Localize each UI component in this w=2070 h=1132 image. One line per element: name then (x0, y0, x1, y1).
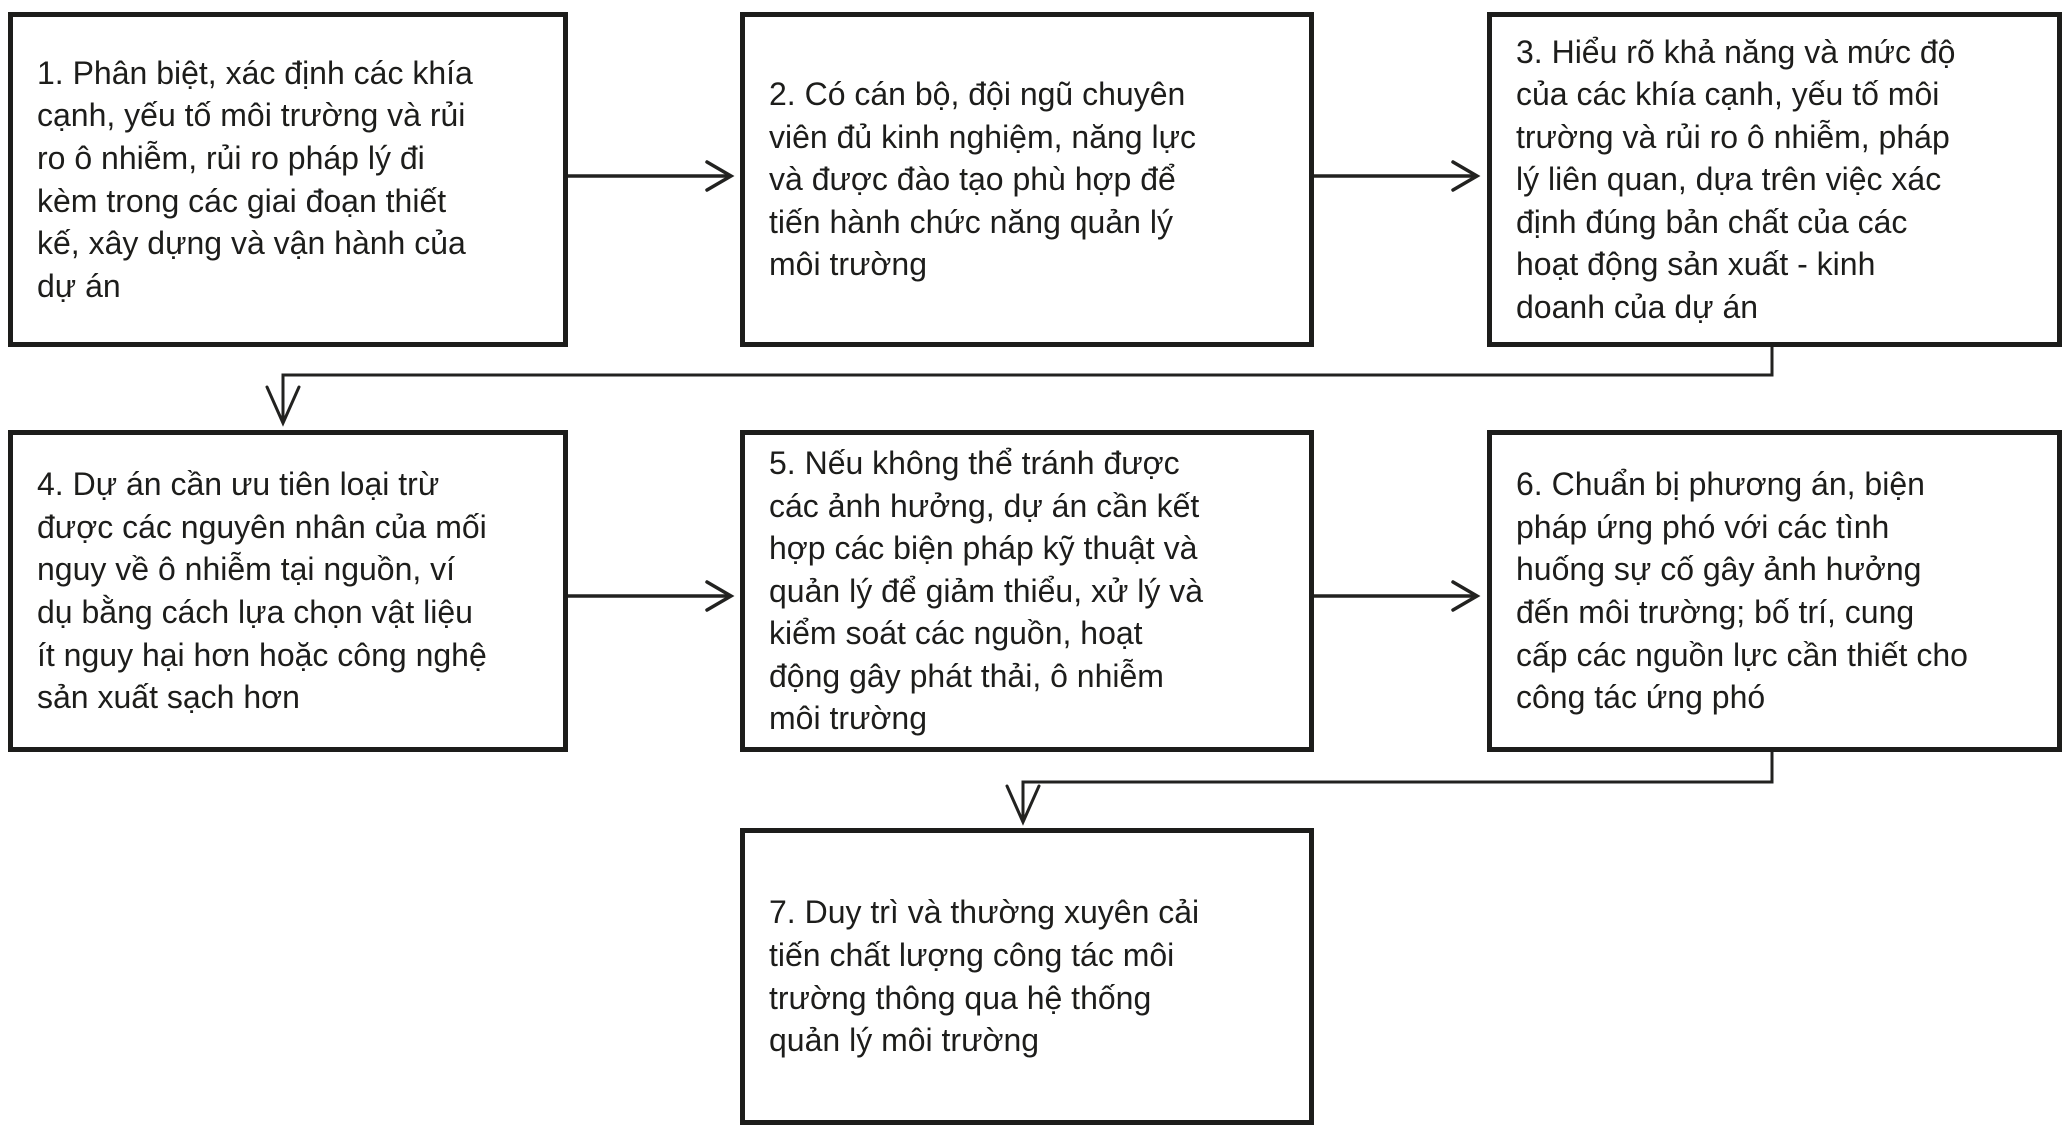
step-box-7: 7. Duy trì và thường xuyên cải tiến chất… (740, 828, 1314, 1125)
arrow-5-to-6 (1314, 580, 1481, 612)
step-box-2: 2. Có cán bộ, đội ngũ chuyên viên đủ kin… (740, 12, 1314, 347)
arrow-1-to-2 (568, 160, 735, 192)
connector-6-to-7 (1005, 752, 1774, 826)
step-box-1: 1. Phân biệt, xác định các khía cạnh, yế… (8, 12, 568, 347)
arrow-4-to-5 (568, 580, 735, 612)
step-box-6: 6. Chuẩn bị phương án, biện pháp ứng phó… (1487, 430, 2062, 752)
connector-3-to-4 (265, 347, 1774, 427)
arrow-2-to-3 (1314, 160, 1481, 192)
step-box-3: 3. Hiểu rõ khả năng và mức độ của các kh… (1487, 12, 2062, 347)
step-box-4: 4. Dự án cần ưu tiên loại trừ được các n… (8, 430, 568, 752)
step-box-5: 5. Nếu không thể tránh được các ảnh hưởn… (740, 430, 1314, 752)
